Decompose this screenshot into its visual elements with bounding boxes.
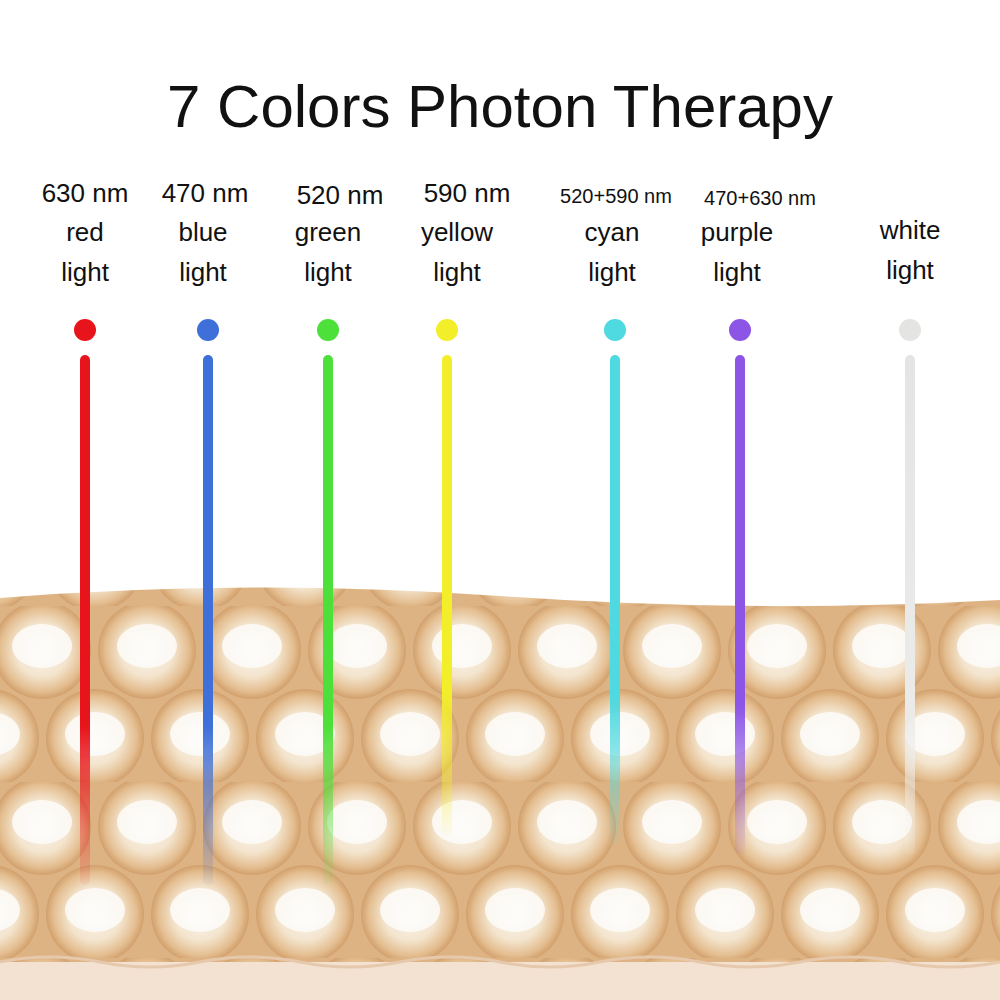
wavelength-label: 520+590 nm <box>560 185 672 208</box>
light-name-label: green light <box>295 212 362 292</box>
light-beams <box>74 319 921 885</box>
cell-layer <box>0 570 1000 1000</box>
light-name-label: cyan light <box>585 212 640 292</box>
light-name-label: white light <box>880 210 941 290</box>
wavelength-label: 470+630 nm <box>704 187 816 210</box>
light-name-label: yellow light <box>421 212 493 292</box>
light-name-label: red light <box>61 212 109 292</box>
light-name-label: blue light <box>178 212 227 292</box>
light-name-label: purple light <box>701 212 773 292</box>
wavelength-label: 470 nm <box>162 178 249 209</box>
wavelength-label: 590 nm <box>424 178 511 209</box>
wavelength-label: 630 nm <box>42 178 129 209</box>
wavelength-label: 520 nm <box>297 180 384 211</box>
title: 7 Colors Photon Therapy <box>0 72 1000 141</box>
